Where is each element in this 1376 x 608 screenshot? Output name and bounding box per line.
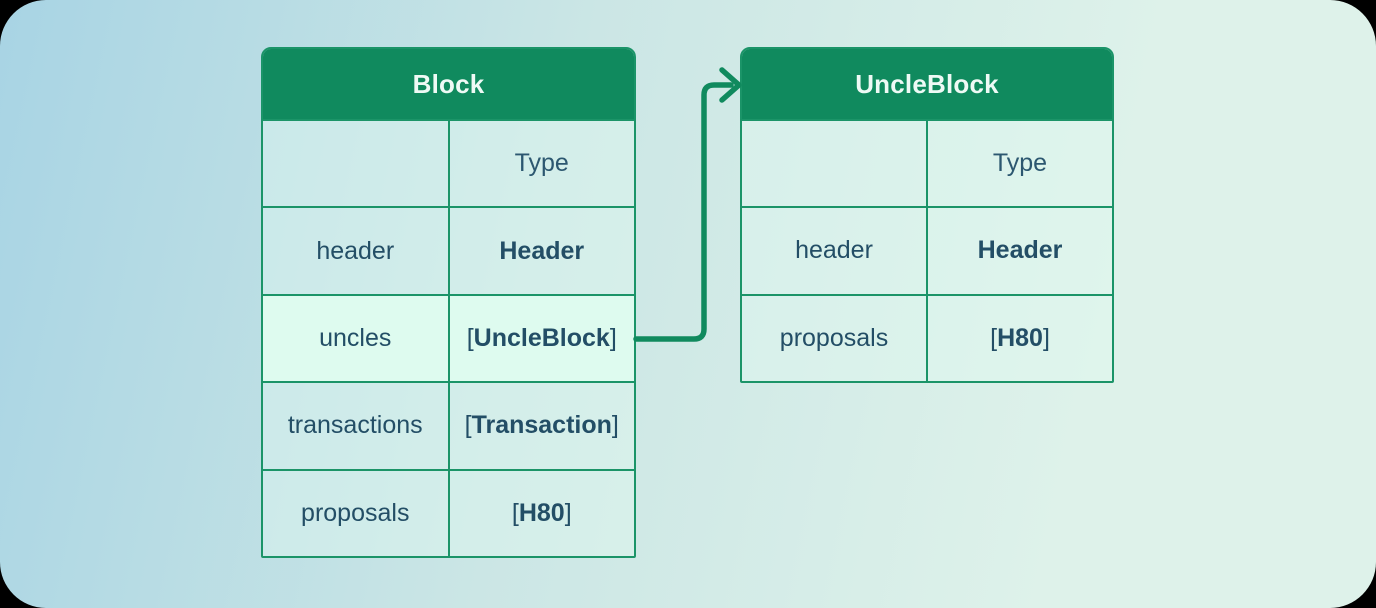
table-row: uncles[UncleBlock] bbox=[263, 293, 634, 382]
type-name: H80 bbox=[997, 323, 1043, 352]
table-row: header Header bbox=[263, 206, 634, 294]
bracket: [ bbox=[990, 323, 998, 352]
bracket: [ bbox=[511, 498, 519, 527]
bracket: ] bbox=[564, 498, 572, 527]
type-cell: Header bbox=[449, 208, 634, 294]
bracket: ] bbox=[1042, 323, 1050, 352]
field-cell: header bbox=[742, 208, 928, 294]
type-name: Transaction bbox=[471, 411, 612, 440]
type-cell: Header bbox=[928, 208, 1112, 294]
type-name: Header bbox=[499, 236, 585, 265]
field-cell: uncles bbox=[263, 295, 450, 382]
type-name: UncleBlock bbox=[473, 324, 610, 353]
type-column-header: Type bbox=[928, 121, 1112, 207]
bracket: ] bbox=[609, 324, 617, 353]
type-column-header: Type bbox=[449, 121, 634, 207]
table-row: proposals[H80] bbox=[263, 468, 634, 556]
arrowhead-icon bbox=[719, 67, 742, 103]
bracket: ] bbox=[611, 411, 619, 440]
type-cell: [Transaction] bbox=[449, 383, 634, 469]
table-row: transactions[Transaction] bbox=[263, 381, 634, 469]
table-row: header Header bbox=[742, 206, 1112, 294]
field-cell: proposals bbox=[263, 470, 450, 556]
table-title: UncleBlock bbox=[742, 49, 1112, 119]
table-title: Block bbox=[263, 49, 634, 119]
field-cell: header bbox=[263, 208, 450, 294]
relation-arrow-line bbox=[633, 82, 734, 342]
field-cell: proposals bbox=[742, 295, 928, 381]
type-name: Header bbox=[977, 236, 1063, 265]
type-name: H80 bbox=[518, 498, 565, 527]
bracket: [ bbox=[466, 324, 474, 353]
field-cell: transactions bbox=[263, 383, 450, 469]
field-cell-empty bbox=[742, 121, 928, 207]
type-cell: [UncleBlock] bbox=[449, 295, 634, 382]
field-cell-empty bbox=[263, 121, 450, 207]
table-row: proposals[H80] bbox=[742, 293, 1112, 381]
type-cell: [H80] bbox=[449, 470, 634, 556]
type-cell: [H80] bbox=[928, 295, 1112, 381]
column-header-row: Type bbox=[742, 119, 1112, 207]
column-header-row: Type bbox=[263, 119, 634, 207]
bracket: [ bbox=[464, 411, 472, 440]
